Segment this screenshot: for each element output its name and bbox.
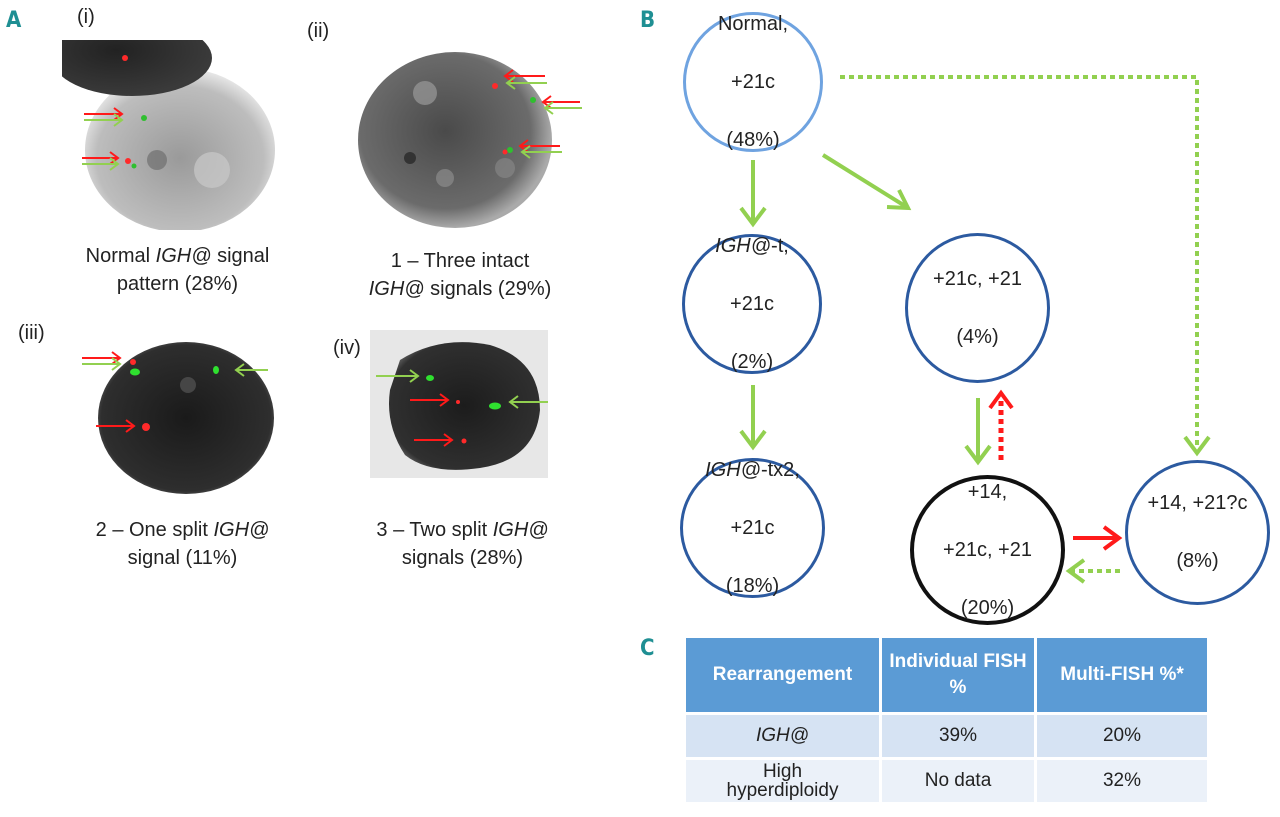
panel-letter-c: C: [640, 636, 655, 661]
node-plus21: +21c, +21 (4%): [905, 233, 1050, 383]
lineage-arrows: [739, 75, 1211, 584]
node-normal: Normal, +21c (48%): [683, 12, 823, 152]
caption-iii: 2 – One split IGH@ signal (11%): [95, 519, 270, 569]
cell-label: High hyperdiploidy: [686, 760, 879, 802]
panel-letter-a: A: [6, 8, 22, 33]
panel-letter-b: B: [640, 8, 656, 33]
header-multi: Multi-FISH %*: [1037, 638, 1207, 712]
node-igh-tx2: IGH@-tx2, +21c (18%): [680, 458, 825, 598]
micrograph-iii: [78, 340, 283, 500]
node-plus14-21: +14, +21c, +21 (20%): [910, 475, 1065, 625]
cell-multi: 32%: [1037, 760, 1207, 802]
sublabel-i: (i): [77, 6, 95, 28]
caption-i: Normal IGH@ signal pattern (28%): [85, 245, 270, 295]
node-plus14-q: +14, +21?c (8%): [1125, 460, 1270, 605]
micrograph-ii: [355, 48, 585, 233]
arrow-normal-to-igh-t: [739, 160, 767, 228]
header-individual: Individual FISH %: [882, 638, 1034, 712]
sublabel-iv: (iv): [333, 337, 361, 359]
cell-label: IGH@: [686, 715, 879, 757]
cell-individual: No data: [882, 760, 1034, 802]
fish-table: Rearrangement Individual FISH % Multi-FI…: [683, 635, 1210, 805]
sublabel-iii: (iii): [18, 322, 45, 344]
table-row: IGH@ 39% 20%: [686, 715, 1207, 757]
arrow-plus21-to-plus14: [964, 398, 992, 466]
caption-iv: 3 – Two split IGH@ signals (28%): [376, 519, 549, 569]
arrow-normal-to-plus21: [821, 153, 912, 211]
table-header-row: Rearrangement Individual FISH % Multi-FI…: [686, 638, 1207, 712]
cell-multi: 20%: [1037, 715, 1207, 757]
arrow-igh-t-to-tx2: [739, 385, 767, 451]
sublabel-ii: (ii): [307, 20, 330, 42]
micrograph-i: [62, 40, 277, 230]
arrow-plus14-to-plus21-dotted: [988, 389, 1014, 460]
arrow-plus14-to-plus14q: [1073, 525, 1123, 551]
table-row: High hyperdiploidy No data 32%: [686, 760, 1207, 802]
caption-ii: 1 – Three intact IGH@ signals (29%): [368, 250, 552, 300]
node-igh-t: IGH@-t, +21c (2%): [682, 234, 822, 374]
micrograph-iv: [370, 330, 548, 478]
cell-individual: 39%: [882, 715, 1034, 757]
arrow-plus14q-to-plus14-dotted: [1065, 558, 1120, 584]
header-rearrangement: Rearrangement: [686, 638, 879, 712]
arrow-normal-to-plus14q-dotted: [840, 75, 1211, 457]
